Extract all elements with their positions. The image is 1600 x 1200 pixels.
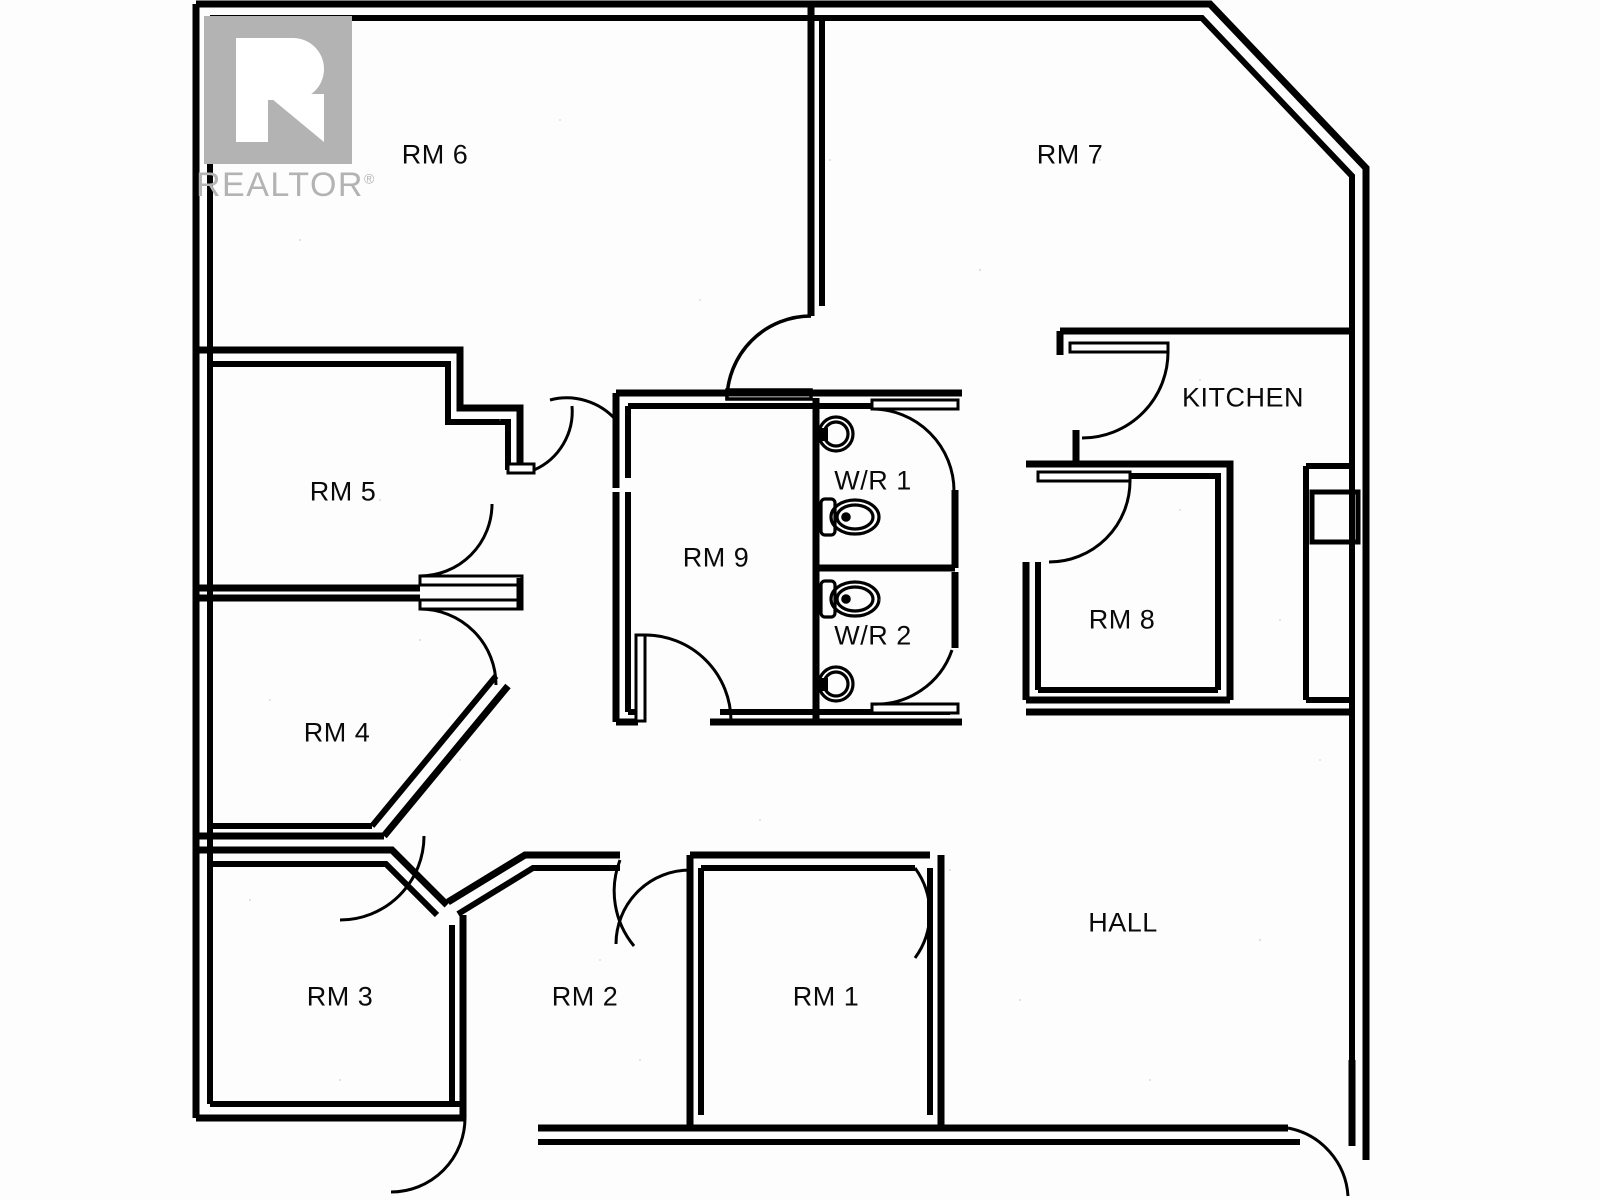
door-rm4-swing xyxy=(419,607,498,686)
wall-rm3-top-inner xyxy=(210,861,440,918)
door-rm5-panel xyxy=(418,574,524,587)
door-rm9-bottom-swing xyxy=(644,633,733,722)
door-wr1-panel xyxy=(870,398,960,411)
wall-rm4-angled xyxy=(381,683,511,839)
door-rm1-left-swing xyxy=(614,868,691,945)
door-rm8-swing xyxy=(1048,480,1132,564)
door-rm5-upper-swing xyxy=(533,405,574,472)
wall-rm2-top xyxy=(446,851,620,905)
wall-rm4-angled-inner xyxy=(369,674,499,828)
wall-rm5-top xyxy=(196,346,524,470)
wall-kitchen-rm8-inner xyxy=(1038,473,1221,690)
door-wr2-swing xyxy=(871,649,954,706)
wall-rm2-top-inner xyxy=(456,865,620,917)
wall-rm3-top xyxy=(196,846,450,908)
door-rm2-swing xyxy=(612,859,636,947)
wr1-sink-icon xyxy=(817,415,855,453)
wall-rm5-rm4 xyxy=(196,584,420,602)
door-rm6-hall-swing xyxy=(725,314,812,401)
wall-kitchen-rm8 xyxy=(1026,430,1234,700)
kitchen-sink-square-icon xyxy=(1309,489,1361,545)
door-rm3-swing xyxy=(339,835,426,922)
door-wr2-panel xyxy=(870,702,960,715)
exterior-walls xyxy=(192,0,1370,1160)
wall-kitchen-top xyxy=(1056,327,1352,355)
wall-rm8-left-inner xyxy=(1035,562,1218,693)
door-rm4-panel xyxy=(418,598,524,611)
door-rm9-bottom-panel xyxy=(634,633,647,723)
door-rm8-panel xyxy=(1036,470,1132,483)
door-rm5-upper-panel xyxy=(506,462,536,475)
door-kitchen-panel xyxy=(1068,341,1170,354)
door-kitchen-swing xyxy=(1081,351,1170,440)
kitchen-counter-icon xyxy=(1303,463,1352,703)
door-rm9-top-swing xyxy=(549,396,618,421)
wr1-toilet-icon xyxy=(819,497,881,537)
wall-rm5-top-inner xyxy=(210,361,511,470)
exterior-bottom-wall-inner xyxy=(210,1101,1300,1145)
exterior-wall-inner-line xyxy=(207,15,1355,1146)
door-rm3-bottom-swing xyxy=(390,1117,467,1194)
wr2-sink-icon xyxy=(817,665,855,703)
door-entry-swing xyxy=(1287,1126,1350,1197)
door-wr1-swing xyxy=(871,407,956,492)
exterior-bottom-wall xyxy=(196,1060,1356,1146)
wall-rm8-left xyxy=(1022,562,1230,704)
wr2-toilet-icon xyxy=(819,579,881,619)
door-rm5-swing xyxy=(419,503,494,578)
